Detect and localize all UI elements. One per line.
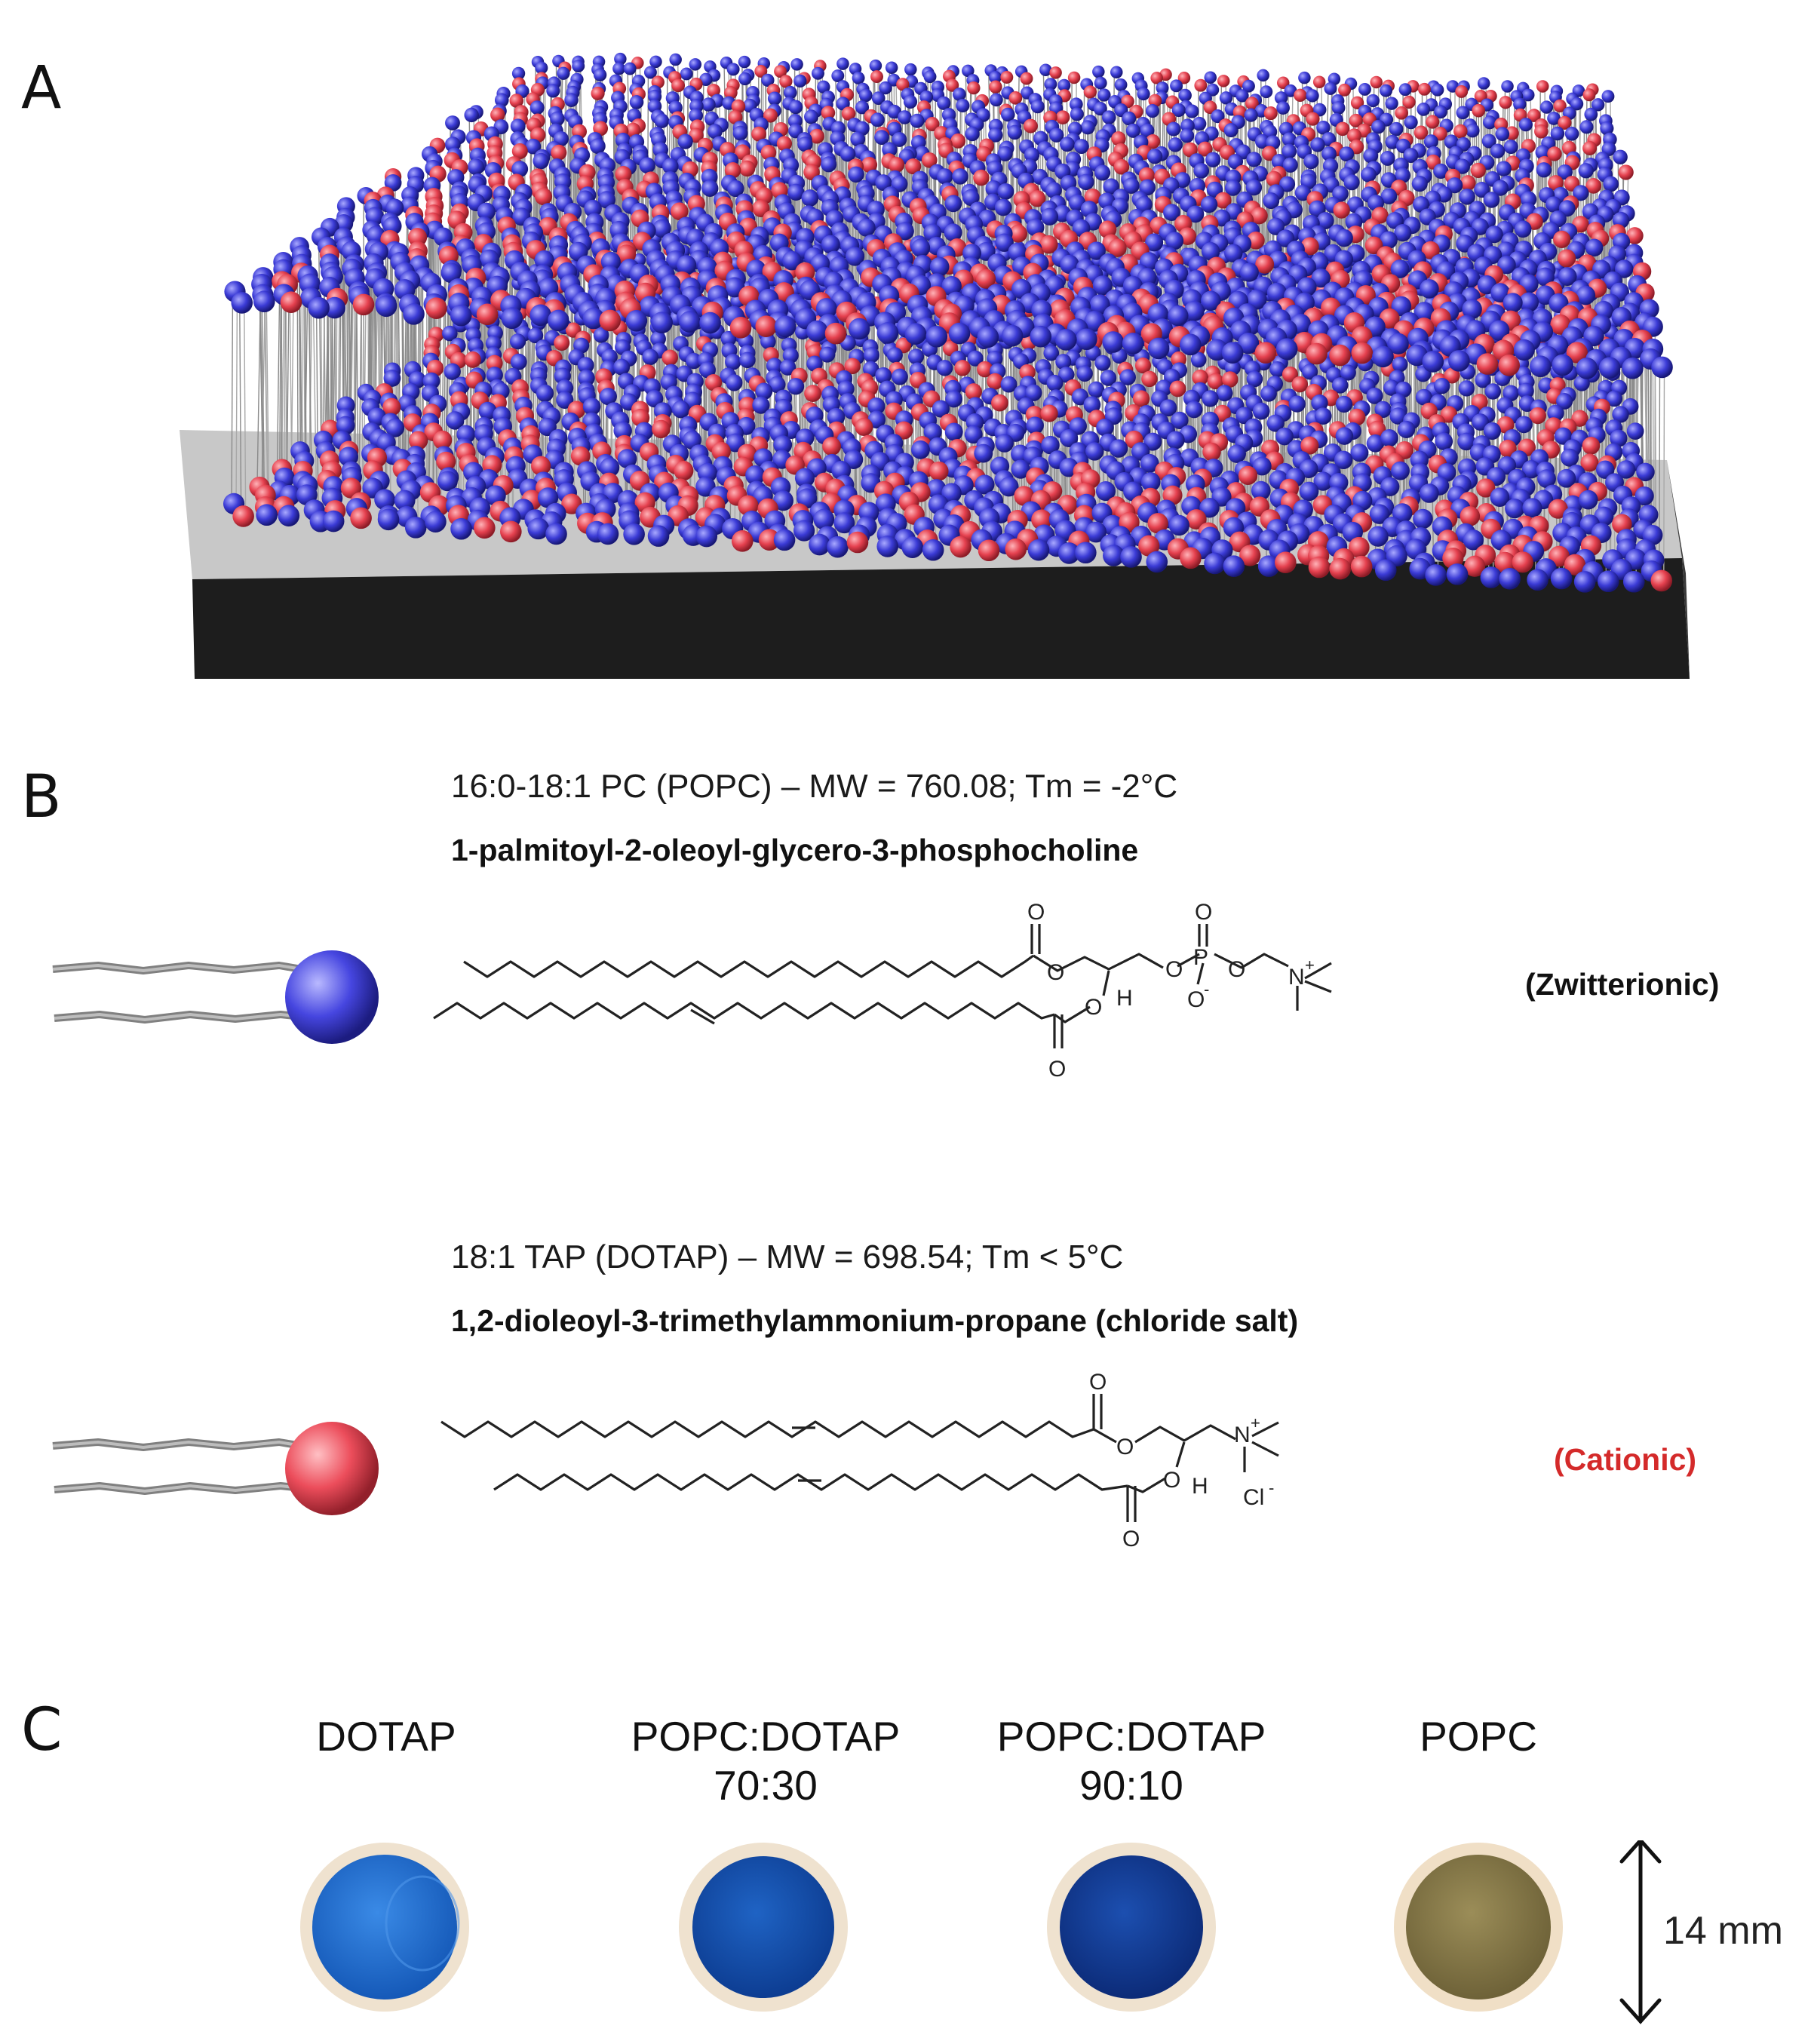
dotap-atom-o4: O [1122,1527,1140,1551]
popc-atom-p: P [1193,945,1208,970]
popc-head-sphere [285,950,379,1044]
popc-atom-o2: O [1047,960,1064,985]
popc-atom-o6: O [1228,957,1245,982]
popc-atom-nplus: + [1305,956,1315,974]
dotap-title: 18:1 TAP (DOTAP) – MW = 698.54; Tm < 5°C [451,1238,1124,1275]
disc-popc-dotap-70-30 [679,1843,848,2012]
popc-cartoon [52,950,379,1044]
dotap-head-sphere [285,1422,379,1515]
disc-popc [1394,1843,1563,2012]
sample-label-dotap: DOTAP [316,1713,456,1760]
popc-full-name: 1-palmitoyl-2-oleoyl-glycero-3-phosphoch… [451,833,1139,867]
panel-label-b: B [21,763,62,831]
dotap-atom-nplus: + [1251,1413,1260,1432]
panel-label-a: A [21,54,62,122]
dotap-atom-o3: O [1163,1468,1180,1493]
scale-label: 14 mm [1663,1909,1783,1953]
scale-arrow [1619,1840,1662,2024]
dotap-atom-h: H [1192,1474,1208,1499]
popc-structure: O O O P O O - O N + H O O [433,901,1332,1082]
upper-leaflet-heads [224,52,1673,379]
disc-popc-dotap-90-10 [1047,1843,1216,2012]
dotap-cartoon [52,1422,379,1515]
sample-discs [300,1840,1662,2024]
dotap-atom-o2: O [1116,1435,1134,1459]
dotap-charge: (Cationic) [1554,1442,1697,1477]
sample-label-popc: POPC [1420,1713,1537,1760]
popc-atom-h: H [1116,986,1133,1011]
popc-atom-o7: O [1085,995,1102,1020]
popc-atom-o4: O [1195,901,1212,925]
membrane-illustration [180,52,1690,679]
popc-atom-o5: O [1187,987,1205,1012]
dotap-atom-n: N [1234,1423,1251,1447]
dotap-atom-o1: O [1089,1370,1107,1395]
popc-atom-o1: O [1027,901,1045,925]
popc-atom-n: N [1288,965,1305,990]
popc-title: 16:0-18:1 PC (POPC) – MW = 760.08; Tm = … [451,768,1178,805]
popc-charge: (Zwitterionic) [1525,967,1720,1002]
popc-atom-ominus: - [1204,980,1209,999]
dotap-atom-clminus: - [1269,1478,1274,1497]
panel-label-c: C [21,1696,63,1764]
dotap-structure: O O N + H O O Cl - [440,1370,1279,1551]
dotap-full-name: 1,2-dioleoyl-3-trimethylammonium-propane… [451,1303,1299,1338]
substrate-front [192,558,1690,679]
dotap-atom-cl: Cl [1243,1485,1264,1510]
disc-dotap [300,1843,469,2012]
popc-atom-o3: O [1165,957,1183,982]
popc-atom-o8: O [1048,1057,1066,1082]
